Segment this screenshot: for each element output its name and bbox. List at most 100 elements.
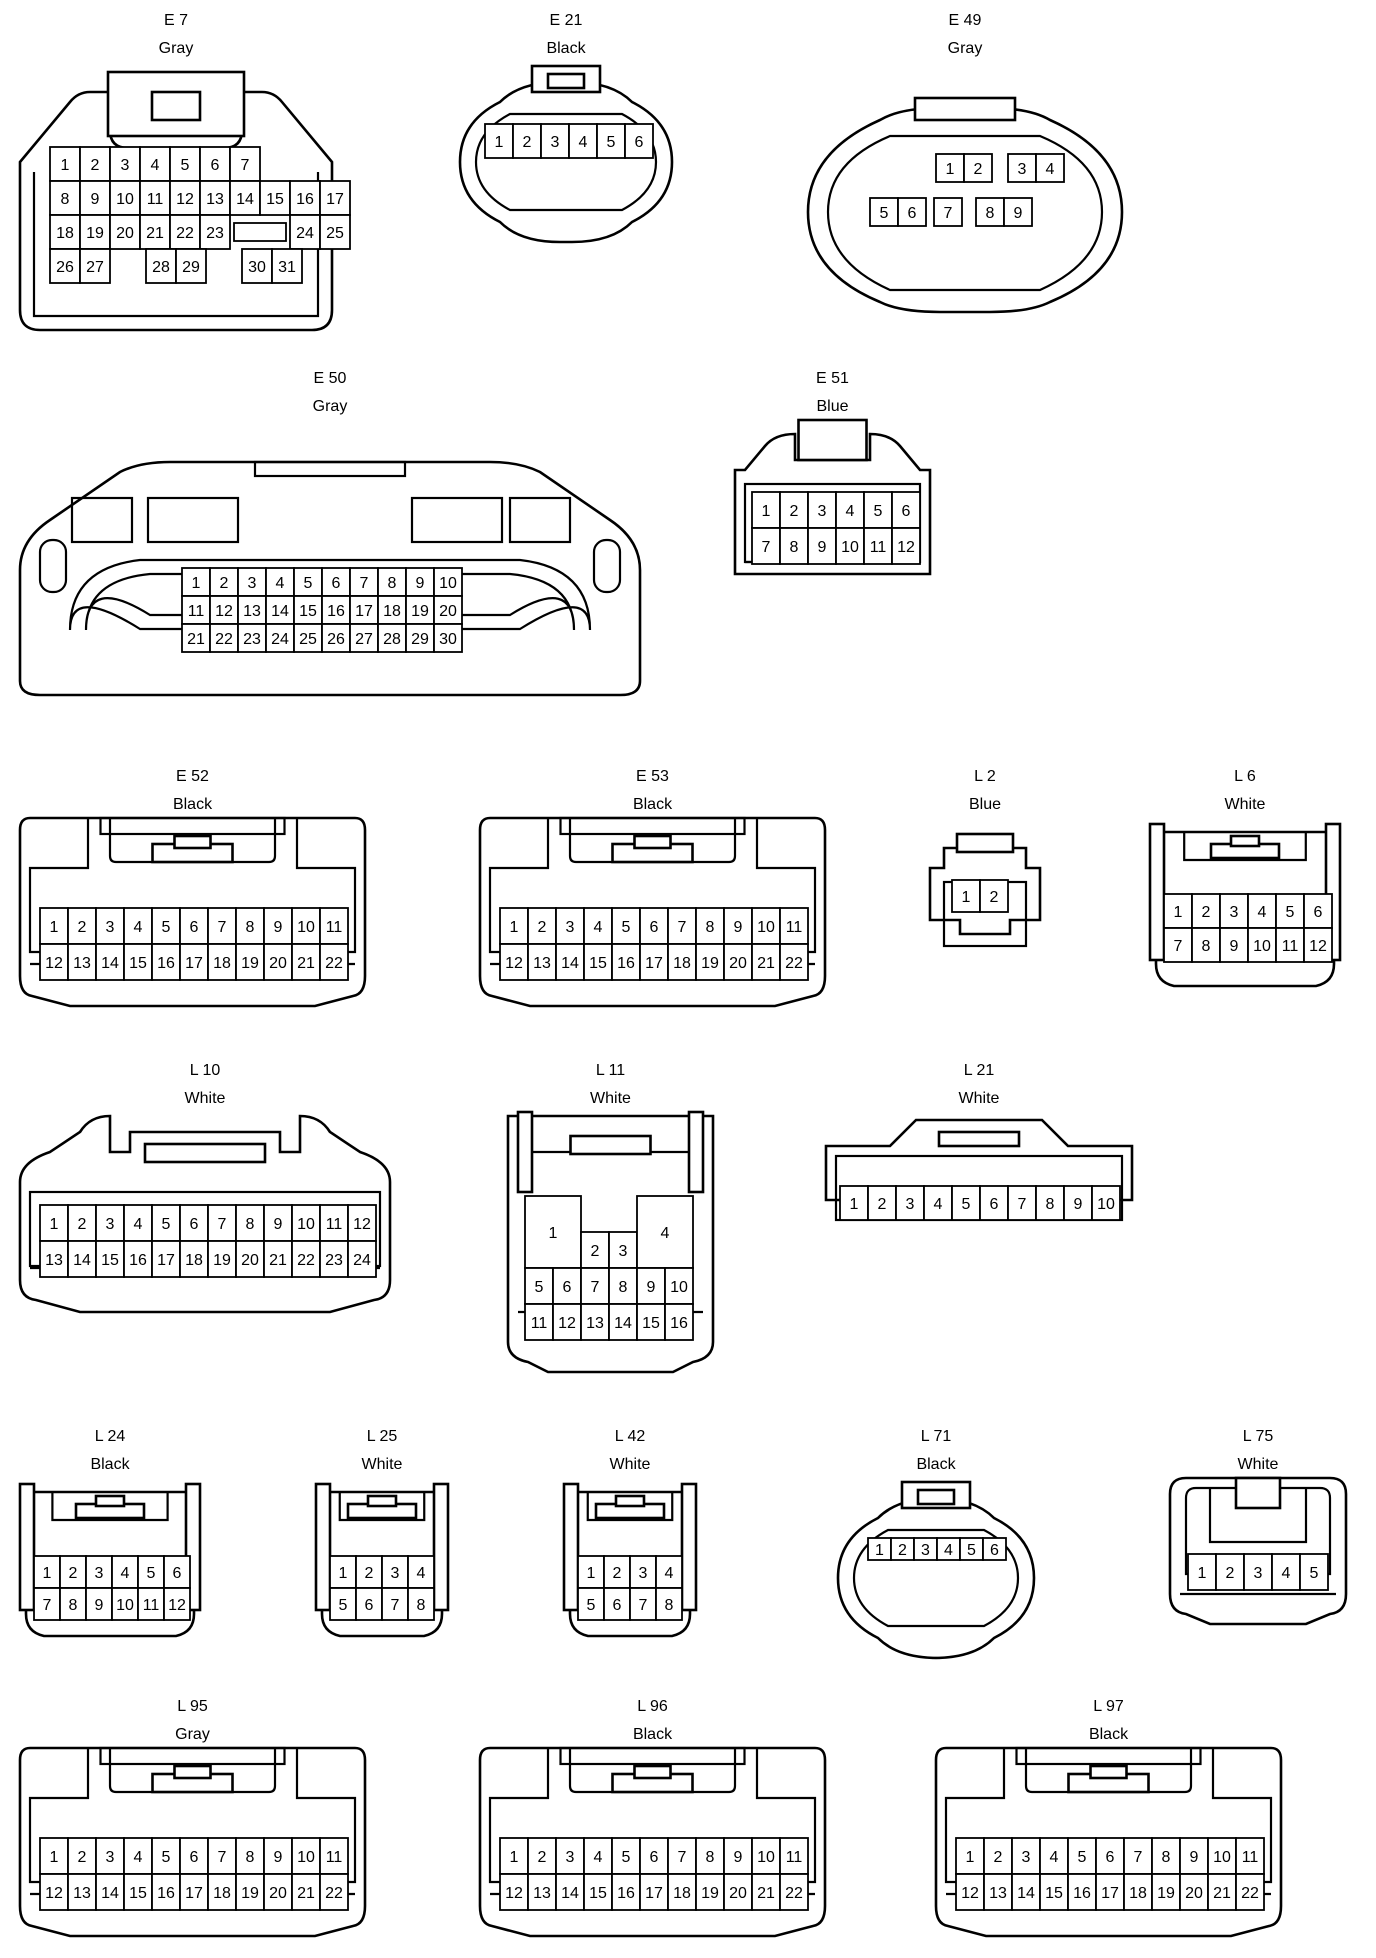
- connector-code: L 24: [94, 1428, 126, 1445]
- pin-cell: [779, 943, 809, 981]
- pin-number: 14: [101, 955, 119, 972]
- pin-cell: [347, 1240, 377, 1278]
- pin-number: 21: [757, 955, 775, 972]
- pin-number: 4: [665, 1565, 674, 1582]
- connector-color: Black: [172, 796, 213, 813]
- pin-number: 9: [1014, 205, 1023, 222]
- pin-number: 6: [635, 134, 644, 151]
- pin-number: 3: [639, 1565, 648, 1582]
- pin-cell: [355, 1587, 383, 1621]
- pin-number: 9: [274, 919, 283, 936]
- pin-cell: [321, 623, 351, 653]
- pin-number: 5: [1078, 1849, 1087, 1866]
- pin-cell: [1163, 927, 1193, 963]
- pin-cell: [1039, 1837, 1069, 1875]
- pin-cell: [555, 943, 585, 981]
- pin-number: 13: [586, 1315, 604, 1332]
- pin-number: 6: [613, 1597, 622, 1614]
- pin-cell: [1151, 1873, 1181, 1911]
- pin-cell: [779, 491, 809, 529]
- pin-cell: [179, 907, 209, 945]
- pin-number: 1: [966, 1849, 975, 1866]
- connector-code: E 53: [636, 768, 669, 785]
- pin-number: 16: [327, 603, 345, 620]
- pin-number: 1: [549, 1225, 558, 1242]
- pin-number: 3: [106, 1849, 115, 1866]
- pin-cell: [109, 180, 141, 216]
- pin-number: 19: [701, 1885, 719, 1902]
- pin-cell: [723, 1837, 753, 1875]
- pin-cell: [639, 943, 669, 981]
- connector-code: L 95: [177, 1698, 208, 1715]
- pin-number: 28: [383, 631, 401, 648]
- pin-cell: [751, 943, 781, 981]
- pin-number: 14: [1017, 1885, 1035, 1902]
- pin-cell: [580, 1267, 610, 1305]
- pin-cell: [723, 943, 753, 981]
- pin-number: 1: [1198, 1565, 1207, 1582]
- pin-number: 12: [176, 191, 194, 208]
- pin-cell: [580, 1303, 610, 1341]
- pin-number: 5: [967, 1542, 976, 1559]
- pin-number: 11: [326, 1216, 343, 1233]
- pin-number: 4: [1046, 161, 1055, 178]
- pin-number: 8: [246, 1849, 255, 1866]
- pin-number: 11: [147, 191, 164, 208]
- pin-cell: [67, 1240, 97, 1278]
- pin-cell: [583, 1873, 613, 1911]
- pin-number: 9: [95, 1597, 104, 1614]
- pin-number: 5: [622, 919, 631, 936]
- connector-code: L 10: [189, 1062, 221, 1079]
- pin-number: 12: [505, 1885, 523, 1902]
- pin-number: 4: [134, 1216, 143, 1233]
- pin-number: 3: [106, 1216, 115, 1233]
- pin-number: 16: [296, 191, 314, 208]
- pin-cell: [524, 1267, 554, 1305]
- pin-number: 18: [383, 603, 401, 620]
- pin-number: 9: [91, 191, 100, 208]
- pin-number: 9: [734, 919, 743, 936]
- pin-cell: [235, 1837, 265, 1875]
- pin-number: 23: [243, 631, 261, 648]
- pin-number: 12: [45, 955, 63, 972]
- pin-number: 2: [523, 134, 532, 151]
- pin-cell: [499, 907, 529, 945]
- connector-code: E 49: [948, 12, 982, 29]
- pin-number: 23: [206, 225, 224, 242]
- pin-number: 5: [607, 134, 616, 151]
- pin-number: 10: [116, 1597, 134, 1614]
- pin-number: 5: [587, 1597, 596, 1614]
- pin-number: 2: [898, 1542, 907, 1559]
- connector-code: E 50: [313, 370, 347, 387]
- pin-cell: [175, 248, 207, 284]
- pin-cell: [608, 1267, 638, 1305]
- connector-code: L 21: [963, 1062, 995, 1079]
- pin-number: 27: [355, 631, 373, 648]
- pin-cell: [1303, 927, 1333, 963]
- pin-number: 1: [946, 161, 955, 178]
- connector-code: L 42: [614, 1428, 646, 1445]
- pin-cell: [951, 1185, 981, 1221]
- pin-number: 28: [152, 259, 170, 276]
- pin-cell: [319, 1873, 349, 1911]
- pin-number: 10: [1213, 1849, 1231, 1866]
- pin-number: 2: [78, 919, 87, 936]
- pin-cell: [237, 623, 267, 653]
- pin-cell: [1243, 1553, 1273, 1591]
- pin-cell: [1247, 927, 1277, 963]
- pin-cell: [319, 943, 349, 981]
- pin-number: 2: [69, 1565, 78, 1582]
- pin-number: 6: [190, 1849, 199, 1866]
